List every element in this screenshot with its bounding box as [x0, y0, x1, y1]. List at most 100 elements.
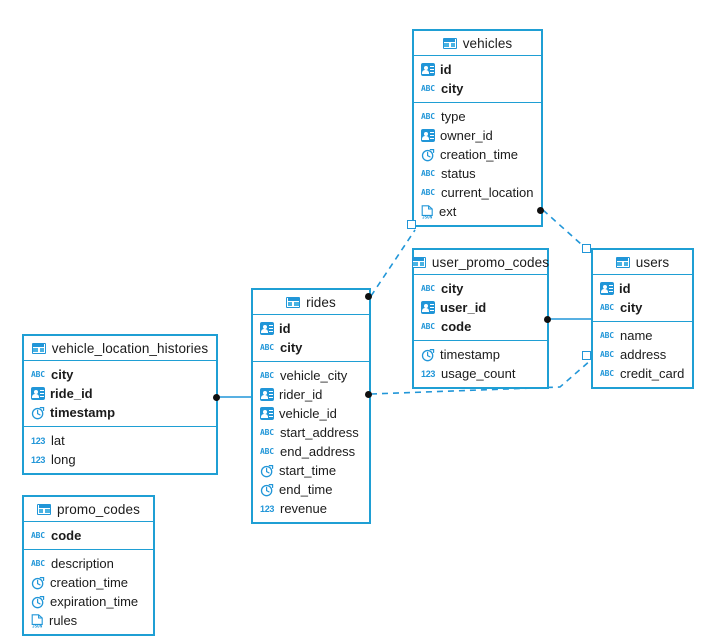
id-icon [421, 63, 435, 76]
column-row[interactable]: expiration_time [24, 592, 153, 611]
column-name: city [441, 81, 464, 96]
id-icon [260, 322, 274, 335]
relationship-dot-endpoint [536, 206, 544, 214]
column-row[interactable]: user_id [414, 298, 547, 317]
table-header[interactable]: users [593, 250, 692, 275]
column-row[interactable]: id [414, 60, 541, 79]
table-icon [37, 503, 52, 515]
clock-icon [421, 348, 435, 362]
clock-icon [31, 576, 45, 590]
abc-icon: ABC [421, 283, 435, 293]
column-name: address [620, 347, 667, 362]
table-icon [411, 256, 426, 268]
column-row[interactable]: timestamp [414, 345, 547, 364]
table-header[interactable]: vehicles [414, 31, 541, 56]
table-icon [442, 37, 457, 49]
relationship-dot-endpoint [364, 292, 372, 300]
relationship-line-rides-to-vehicles[interactable] [370, 229, 416, 297]
clock-icon [260, 483, 274, 497]
column-name: current_location [441, 185, 534, 200]
clock-icon [31, 595, 45, 609]
svg-text:JSON: JSON [422, 214, 433, 219]
column-row[interactable]: timestamp [24, 403, 216, 422]
column-row[interactable]: creation_time [414, 145, 541, 164]
column-row[interactable]: id [253, 319, 369, 338]
column-name: rules [49, 613, 78, 628]
column-row[interactable]: ride_id [24, 384, 216, 403]
column-name: timestamp [440, 347, 500, 362]
table-header[interactable]: rides [253, 290, 369, 315]
column-name: id [619, 281, 631, 296]
column-row[interactable]: rider_id [253, 385, 369, 404]
column-name: rider_id [279, 387, 323, 402]
clock-icon [421, 148, 435, 162]
table-header[interactable]: user_promo_codes [411, 250, 550, 275]
column-name: user_id [440, 300, 487, 315]
column-name: code [51, 528, 82, 543]
abc-icon: ABC [600, 349, 614, 359]
column-row[interactable]: ABC end_address [253, 442, 369, 461]
column-row[interactable]: start_time [253, 461, 369, 480]
column-name: credit_card [620, 366, 685, 381]
table-title: rides [306, 294, 336, 310]
table-header[interactable]: vehicle_location_histories [24, 336, 216, 361]
column-row[interactable]: owner_id [414, 126, 541, 145]
column-row[interactable]: ABC current_location [414, 183, 541, 202]
clock-icon [260, 464, 274, 478]
table-title: vehicles [462, 35, 513, 51]
column-name: expiration_time [50, 594, 139, 609]
column-name: start_time [279, 463, 337, 478]
column-name: owner_id [440, 128, 493, 143]
column-name: name [620, 328, 653, 343]
column-row[interactable]: end_time [253, 480, 369, 499]
column-name: end_address [280, 444, 356, 459]
abc-icon: ABC [260, 446, 274, 456]
column-row[interactable]: vehicle_id [253, 404, 369, 423]
table-icon [31, 342, 46, 354]
table-title: vehicle_location_histories [51, 340, 209, 356]
abc-icon: ABC [600, 330, 614, 340]
column-row[interactable]: creation_time [24, 573, 153, 592]
abc-icon: ABC [260, 342, 274, 352]
column-row[interactable]: id [593, 279, 692, 298]
column-row[interactable]: ABC address [593, 345, 692, 364]
table-header[interactable]: promo_codes [24, 497, 153, 522]
column-row[interactable]: ABC name [593, 326, 692, 345]
abc-icon: ABC [421, 187, 435, 197]
column-name: creation_time [50, 575, 129, 590]
table-title: user_promo_codes [431, 254, 550, 270]
column-name: end_time [279, 482, 333, 497]
